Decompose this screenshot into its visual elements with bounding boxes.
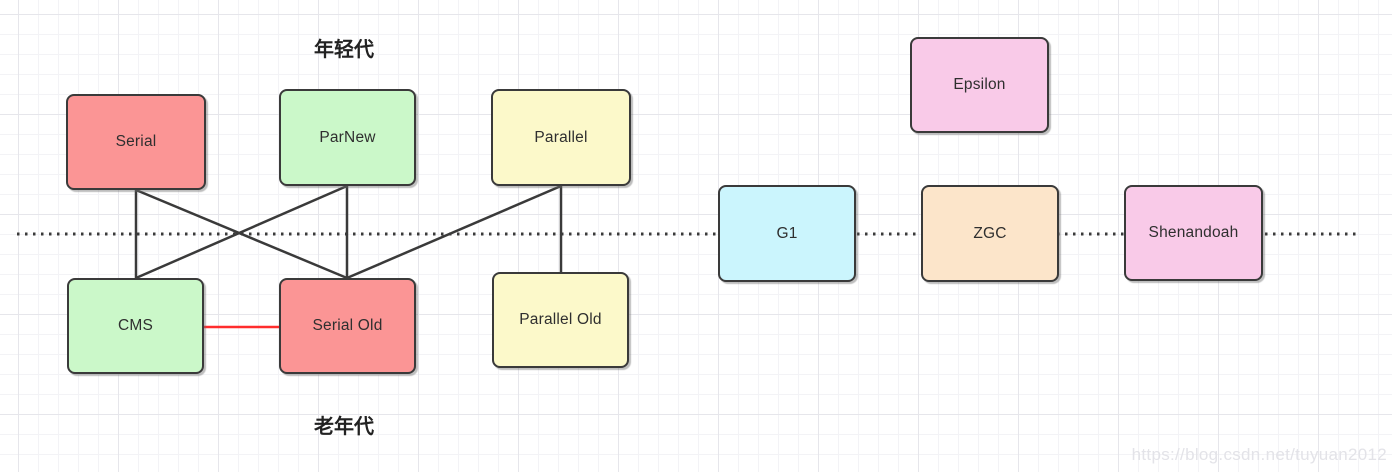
node-parallel-old: Parallel Old: [492, 272, 629, 368]
young-generation-label: 年轻代: [314, 39, 374, 61]
node-epsilon: Epsilon: [910, 37, 1049, 133]
node-serial: Serial: [66, 94, 206, 190]
old-generation-label: 老年代: [314, 416, 374, 438]
csdn-watermark: https://blog.csdn.net/tuyuan2012: [1131, 445, 1387, 464]
node-serial-old: Serial Old: [279, 278, 416, 374]
node-cms: CMS: [67, 278, 204, 374]
edge-parallel-serial_old: [346, 184, 562, 280]
node-shenandoah: Shenandoah: [1124, 185, 1263, 281]
node-parnew: ParNew: [279, 89, 416, 186]
node-zgc: ZGC: [921, 185, 1059, 282]
edge-serial-serial_old: [135, 188, 348, 280]
node-parallel: Parallel: [491, 89, 631, 186]
node-g1: G1: [718, 185, 856, 282]
edge-parnew-cms: [135, 184, 348, 280]
